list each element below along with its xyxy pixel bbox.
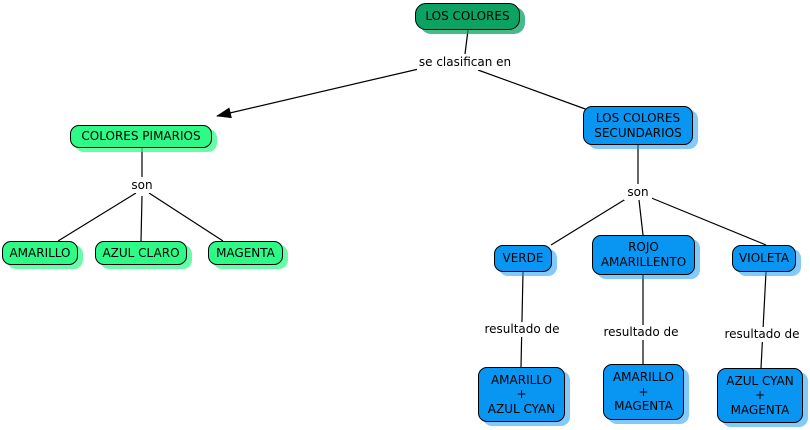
link-phrase-se-clasifican-en[interactable]: se clasifican en [417,55,513,70]
link-phrase-resultado-de-3[interactable]: resultado de [722,327,802,342]
node-verde[interactable]: VERDE [494,245,552,272]
node-los-colores-secundarios[interactable]: LOS COLORES SECUNDARIOS [583,106,693,145]
node-colores-pimarios[interactable]: COLORES PIMARIOS [70,125,212,148]
edge-verde-to-combo1 [520,271,524,368]
edge-son-to-amarillo [57,192,137,242]
edge-clasifican-to-primarios [216,67,424,119]
node-magenta[interactable]: MAGENTA [208,241,283,265]
edge-root-to-clasifican [464,29,469,55]
edge-violeta-to-combo3 [760,271,767,369]
edge-son-to-verde [550,196,630,246]
edge-clasifican-to-secundarios [477,69,589,111]
edge-son-to-rojo [638,199,644,236]
node-los-colores[interactable]: LOS COLORES [415,3,520,30]
node-azul-claro[interactable]: AZUL CLARO [95,241,187,265]
edge-son-to-magenta [148,192,224,242]
link-phrase-son-left[interactable]: son [128,178,156,193]
node-amarillo[interactable]: AMARILLO [2,241,78,265]
link-phrase-resultado-de-1[interactable]: resultado de [482,322,562,337]
node-rojo-amarillento[interactable]: ROJO AMARILLENTO [592,235,695,275]
link-phrase-son-right[interactable]: son [624,185,652,200]
node-azul-cyan-magenta[interactable]: AZUL CYAN + MAGENTA [717,368,803,423]
node-violeta[interactable]: VIOLETA [732,245,796,272]
link-phrase-resultado-de-2[interactable]: resultado de [601,325,681,340]
node-amarillo-magenta[interactable]: AMARILLO + MAGENTA [603,364,684,420]
edge-son-to-violeta [648,196,767,246]
node-amarillo-azul-cyan[interactable]: AMARILLO + AZUL CYAN [478,367,565,422]
edge-son-to-azulclaro [140,195,143,242]
